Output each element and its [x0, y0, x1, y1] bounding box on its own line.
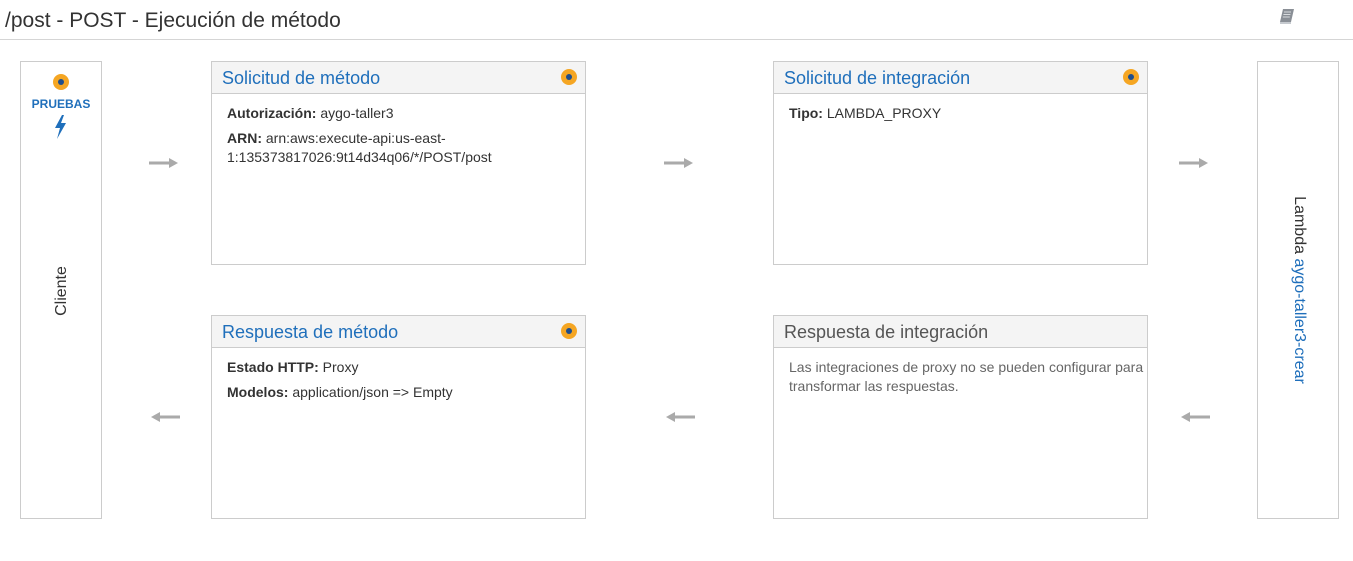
http-status-row: Estado HTTP: Proxy — [227, 358, 570, 377]
method-request-title[interactable]: Solicitud de método — [222, 68, 381, 88]
integration-response-card: Respuesta de integración Las integracion… — [773, 315, 1148, 519]
arrow-left-icon — [1180, 409, 1210, 422]
type-value: LAMBDA_PROXY — [826, 105, 942, 121]
arrow-right-icon — [149, 155, 179, 168]
arrow-right-icon — [664, 155, 694, 168]
method-request-header: Solicitud de método — [212, 62, 585, 94]
authorization-label: Autorización: — [227, 105, 317, 121]
lambda-function-link[interactable]: aygo-taller3-crear — [1291, 258, 1308, 384]
test-button[interactable]: PRUEBAS — [21, 70, 101, 146]
status-dot-icon — [1122, 68, 1140, 91]
arn-label: ARN: — [227, 130, 262, 146]
arn-value: arn:aws:execute-api:us-east-1:1353738170… — [227, 130, 492, 165]
book-icon[interactable] — [1277, 6, 1297, 26]
http-status-label: Estado HTTP: — [227, 359, 319, 375]
models-label: Modelos: — [227, 384, 289, 400]
integration-response-title: Respuesta de integración — [784, 322, 989, 342]
models-value: application/json => Empty — [292, 384, 453, 400]
method-request-card: Solicitud de método Autorización: aygo-t… — [211, 61, 586, 265]
method-response-header: Respuesta de método — [212, 316, 585, 348]
method-response-body: Estado HTTP: Proxy Modelos: application/… — [212, 348, 585, 418]
arrow-left-icon — [665, 409, 695, 422]
integration-request-header: Solicitud de integración — [774, 62, 1147, 94]
proxy-note: Las integraciones de proxy no se pueden … — [789, 359, 1144, 394]
lightning-bolt-icon — [52, 114, 70, 145]
page-header: /post - POST - Ejecución de método — [0, 0, 1353, 40]
status-dot-icon — [560, 68, 578, 91]
arrow-left-icon — [150, 409, 180, 422]
integration-request-card: Solicitud de integración Tipo: LAMBDA_PR… — [773, 61, 1148, 265]
page-title: /post - POST - Ejecución de método — [5, 9, 341, 32]
authorization-row: Autorización: aygo-taller3 — [227, 104, 570, 123]
integration-request-body: Tipo: LAMBDA_PROXY — [774, 94, 1147, 139]
method-response-title[interactable]: Respuesta de método — [222, 322, 399, 342]
lambda-prefix: Lambda — [1291, 196, 1308, 254]
status-dot-icon — [52, 73, 70, 96]
lambda-panel: Lambda aygo-taller3-crear — [1257, 61, 1339, 519]
http-status-value: Proxy — [322, 359, 359, 375]
lambda-label: Lambda aygo-taller3-crear — [1290, 196, 1308, 384]
authorization-value: aygo-taller3 — [320, 105, 394, 121]
type-label: Tipo: — [789, 105, 823, 121]
integration-response-header: Respuesta de integración — [774, 316, 1147, 348]
test-button-label: PRUEBAS — [31, 97, 91, 111]
arrow-right-icon — [1179, 155, 1209, 168]
method-response-card: Respuesta de método Estado HTTP: Proxy M… — [211, 315, 586, 519]
integration-response-body: Las integraciones de proxy no se pueden … — [774, 348, 1147, 406]
client-panel: PRUEBAS Cliente — [20, 61, 102, 519]
arn-row: ARN: arn:aws:execute-api:us-east-1:13537… — [227, 129, 570, 167]
client-label: Cliente — [53, 266, 70, 316]
status-dot-icon — [560, 322, 578, 345]
integration-request-title[interactable]: Solicitud de integración — [784, 68, 971, 88]
method-request-body: Autorización: aygo-taller3 ARN: arn:aws:… — [212, 94, 585, 183]
models-row: Modelos: application/json => Empty — [227, 383, 570, 402]
type-row: Tipo: LAMBDA_PROXY — [789, 104, 1132, 123]
